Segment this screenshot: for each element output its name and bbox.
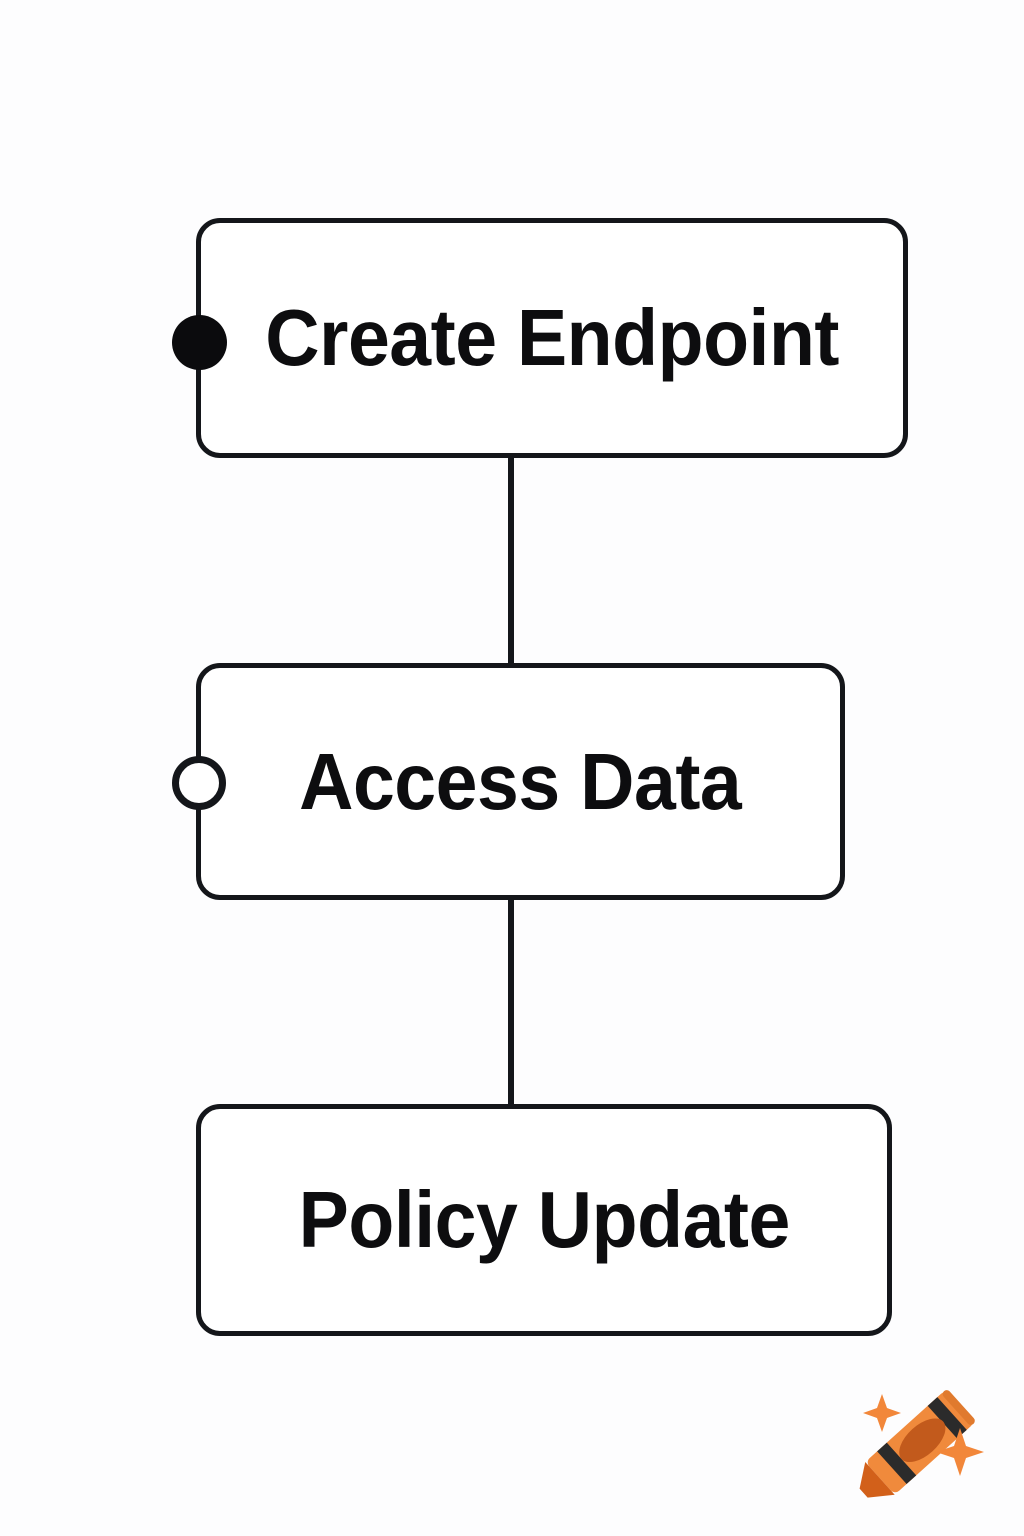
crayon-icon	[859, 1390, 984, 1498]
node-policy-update[interactable]: Policy Update	[196, 1104, 892, 1336]
node-create-endpoint[interactable]: Create Endpoint	[196, 218, 908, 458]
node-access-data[interactable]: Access Data	[196, 663, 845, 900]
node-create-endpoint-label: Create Endpoint	[265, 293, 839, 382]
hollow-circle-icon	[172, 756, 226, 810]
filled-circle-icon	[172, 315, 227, 370]
node-policy-update-label: Policy Update	[298, 1175, 790, 1264]
node-access-data-label: Access Data	[299, 736, 742, 826]
sparkle-icon	[936, 1428, 984, 1476]
edge-create-endpoint-to-access-data	[508, 455, 514, 667]
sparkle-icon	[863, 1394, 901, 1432]
edge-access-data-to-policy-update	[508, 897, 514, 1108]
